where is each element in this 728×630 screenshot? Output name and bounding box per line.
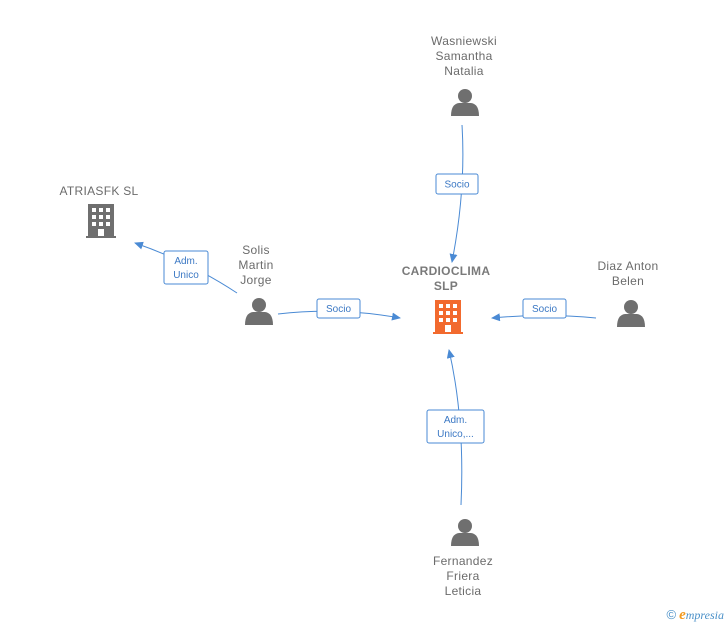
- node-label-line: Samantha: [435, 49, 492, 63]
- edge-label-unico: Unico: [173, 270, 199, 281]
- edge-label-socio: Socio: [326, 304, 351, 315]
- edge-fernandez-to-center: Adm. Unico,...: [426, 349, 485, 506]
- node-wasniewski[interactable]: Wasniewski Samantha Natalia: [431, 34, 497, 116]
- building-icon: [433, 300, 463, 334]
- node-label-line: Wasniewski: [431, 34, 497, 48]
- node-solis[interactable]: Solis Martin Jorge: [238, 243, 273, 325]
- edge-label-adm: Adm.: [444, 415, 467, 426]
- node-label-line: ATRIASFK SL: [59, 184, 138, 198]
- node-label-line: Diaz Anton: [597, 259, 658, 273]
- node-cardioclima[interactable]: CARDIOCLIMA SLP: [402, 264, 491, 334]
- edge-solis-to-center: Socio: [277, 298, 401, 321]
- node-label-line: Fernandez: [433, 554, 493, 568]
- node-title-line: SLP: [434, 279, 458, 293]
- edge-label-socio: Socio: [532, 304, 557, 315]
- person-icon: [245, 298, 273, 325]
- node-label-line: Friera: [446, 569, 479, 583]
- empresia-brand[interactable]: ©empresia: [667, 607, 725, 624]
- node-atriasfk[interactable]: ATRIASFK SL: [59, 184, 138, 238]
- edge-solis-to-atriasfk: Adm. Unico: [134, 241, 238, 294]
- node-title-line: CARDIOCLIMA: [402, 264, 491, 278]
- node-label-line: Leticia: [445, 584, 482, 598]
- edge-label-socio: Socio: [444, 180, 469, 191]
- node-label-line: Belen: [612, 274, 644, 288]
- node-label-line: Martin: [238, 258, 273, 272]
- edge-label-adm: Adm.: [174, 256, 197, 267]
- brand-name: mpresia: [685, 608, 724, 622]
- edge-diaz-to-center: Socio: [491, 298, 597, 322]
- building-icon: [86, 204, 116, 238]
- person-icon: [617, 300, 645, 327]
- edge-wasniewski-to-center: Socio: [435, 124, 479, 263]
- edge-label-unico: Unico,...: [437, 429, 474, 440]
- person-icon: [451, 519, 479, 546]
- node-label-line: Jorge: [240, 273, 272, 287]
- node-fernandez[interactable]: Fernandez Friera Leticia: [433, 519, 493, 598]
- node-label-line: Natalia: [444, 64, 483, 78]
- copyright-icon: ©: [666, 607, 677, 622]
- node-diaz[interactable]: Diaz Anton Belen: [597, 259, 658, 327]
- node-label-line: Solis: [242, 243, 270, 257]
- brand-initial: e: [679, 607, 686, 623]
- person-icon: [451, 89, 479, 116]
